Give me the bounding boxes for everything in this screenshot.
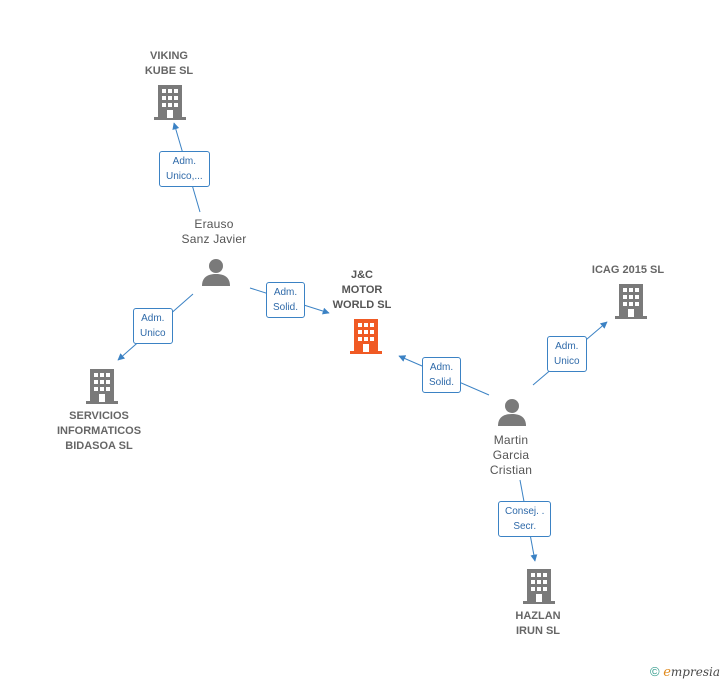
person-icon bbox=[498, 399, 526, 426]
person-icon bbox=[202, 259, 230, 286]
edge-label-martin-icag: Adm. Unico bbox=[547, 336, 587, 372]
building-icon bbox=[350, 319, 382, 354]
node-label-jc-motor: J&C MOTOR WORLD SL bbox=[332, 269, 392, 311]
building-icon bbox=[86, 369, 118, 404]
node-label-servicios: SERVICIOS INFORMATICOS BIDASOA SL bbox=[56, 410, 142, 452]
brand-initial: e bbox=[663, 665, 671, 680]
building-icon bbox=[615, 284, 647, 319]
node-label-viking: VIKING KUBE SL bbox=[144, 50, 194, 77]
node-label-martin: Martin Garcia Cristian bbox=[489, 433, 533, 477]
node-label-erauso: Erauso Sanz Javier bbox=[181, 217, 247, 246]
edge-label-erauso-viking: Adm. Unico,... bbox=[159, 151, 210, 187]
edge-label-erauso-jc: Adm. Solid. bbox=[266, 282, 306, 318]
node-label-hazlan: HAZLAN IRUN SL bbox=[515, 610, 561, 637]
copyright-symbol: © bbox=[650, 664, 660, 679]
building-icon bbox=[523, 569, 555, 604]
node-label-icag: ICAG 2015 SL bbox=[591, 264, 665, 276]
brand-name: mpresia bbox=[670, 665, 720, 679]
building-icon bbox=[154, 85, 186, 120]
empresia-logo: © empresia bbox=[650, 664, 720, 680]
edge-label-erauso-servicios: Adm. Unico bbox=[133, 308, 173, 344]
edge-label-martin-jc: Adm. Solid. bbox=[422, 357, 462, 393]
edge-label-martin-hazlan: Consej. . Secr. bbox=[498, 501, 552, 537]
